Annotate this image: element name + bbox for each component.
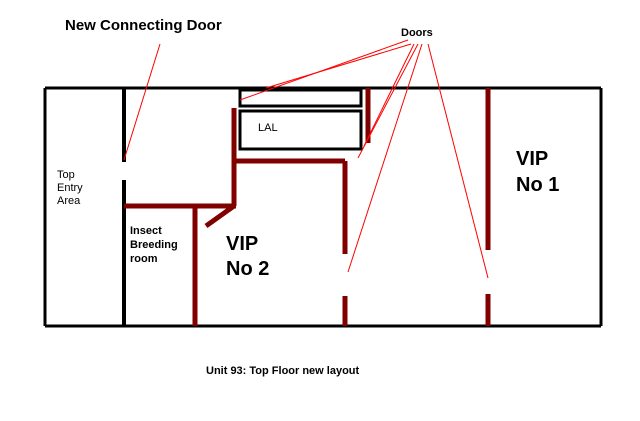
door-pointer-vip2	[347, 43, 423, 273]
door-pointer-lal-lower	[357, 43, 419, 159]
vip1-label-line2: No 1	[516, 174, 559, 196]
pointer-lines	[123, 39, 489, 279]
top-entry-label-line2: Entry	[57, 182, 83, 194]
lal-rooms	[238, 88, 363, 151]
lal-room-box	[238, 109, 363, 151]
vip2-label-line1: VIP	[226, 233, 258, 255]
insect-room-label-line1: Insect	[130, 225, 162, 237]
top-entry-label-line3: Area	[57, 195, 81, 207]
top-entry-label-line1: Top	[57, 169, 75, 181]
connecting-door-pointer	[123, 43, 161, 161]
vip2-diagonal-wall	[204, 203, 236, 229]
insect-room-label-line2: Breeding	[130, 239, 178, 251]
lal-label: LAL	[258, 122, 278, 134]
doors-label: Doors	[401, 27, 433, 39]
vip2-label-line2: No 2	[226, 258, 269, 280]
door-pointer-lal-inner	[265, 43, 412, 89]
door-pointer-lal-side	[363, 43, 415, 147]
new-walls	[124, 88, 491, 326]
new-connecting-door-label: New Connecting Door	[65, 17, 222, 34]
outer-walls	[43, 86, 603, 328]
vip1-label-line1: VIP	[516, 148, 548, 170]
caption: Unit 93: Top Floor new layout	[206, 365, 360, 377]
insect-room-label-line3: room	[130, 253, 158, 265]
door-pointer-vip1	[427, 43, 489, 279]
lal-upper-box	[238, 88, 363, 108]
